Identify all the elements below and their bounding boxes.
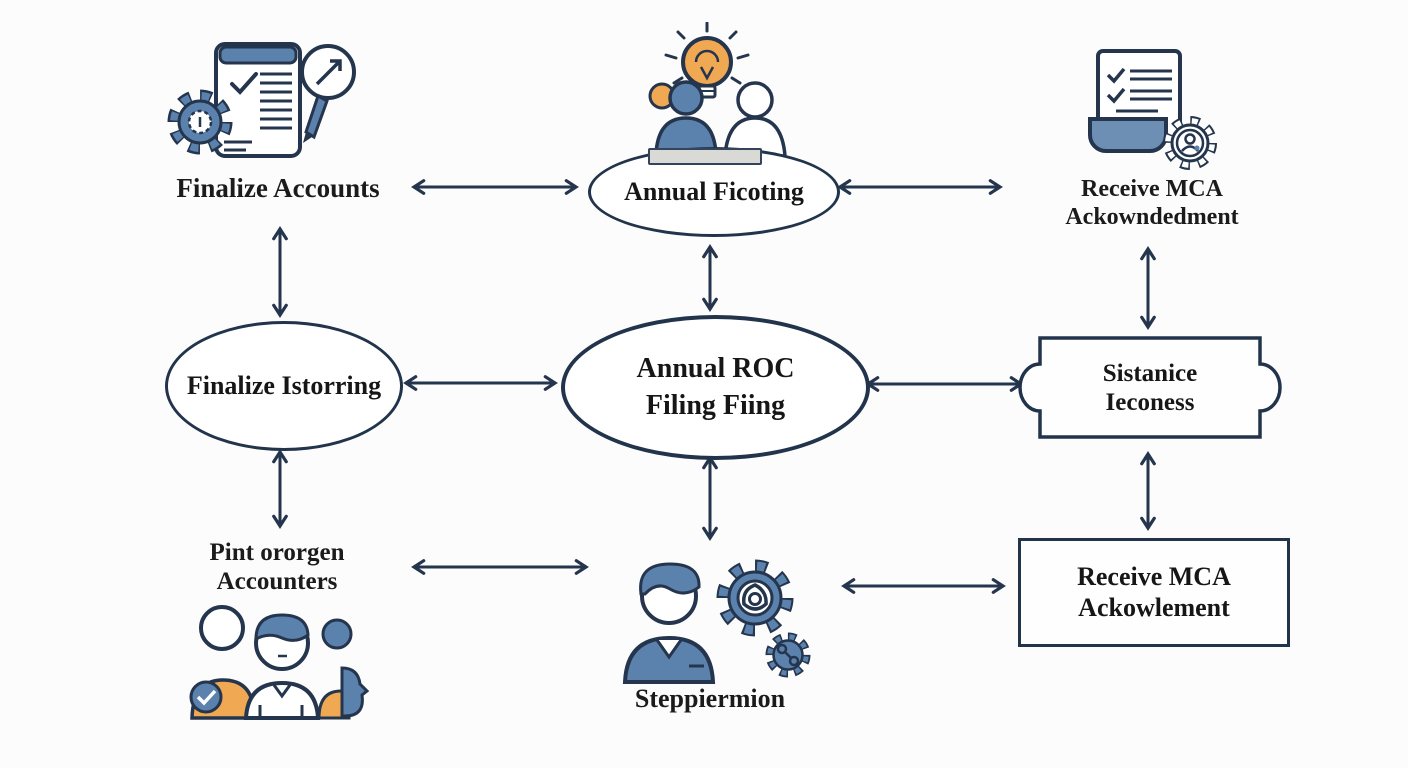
person-icon bbox=[622, 562, 716, 684]
annual-roc-line1: Annual ROC bbox=[636, 353, 795, 385]
node-finalize-istorring: Finalize Istorring bbox=[165, 321, 403, 451]
big-gear-icon bbox=[716, 559, 794, 637]
meeting-table-icon bbox=[648, 148, 762, 165]
sistanice-line2: Ieconess bbox=[1105, 389, 1195, 416]
pint-ororgen-label: Pint ororgen Accounters bbox=[137, 538, 417, 596]
team-meeting-icon bbox=[648, 22, 787, 158]
annual-roc-line2: Filing Fiing bbox=[645, 389, 786, 421]
finalize-accounts-label: Finalize Accounts bbox=[176, 173, 380, 203]
small-gear-share-icon bbox=[765, 632, 811, 678]
receive-mca-bottom-line1: Receive MCA bbox=[1077, 561, 1231, 591]
bracket-shape bbox=[1018, 336, 1282, 439]
people-icon bbox=[648, 80, 787, 158]
person-right-icon bbox=[317, 618, 370, 720]
tray-icon bbox=[1088, 117, 1168, 153]
finalize-istorring-label: Finalize Istorring bbox=[186, 371, 382, 400]
check-badge-icon bbox=[189, 680, 223, 714]
accountants-team-icon bbox=[189, 605, 370, 720]
steppiermion-label: Steppiermion bbox=[634, 684, 786, 713]
receive-mca-top-line2: Ackowndedment bbox=[1065, 203, 1239, 230]
processing-person-gears-icon bbox=[622, 559, 811, 684]
sistanice-line1: Sistanice bbox=[1102, 359, 1198, 387]
gear-icon bbox=[167, 89, 233, 155]
receive-mca-bottom-line2: Ackowlement bbox=[1078, 592, 1230, 622]
mca-document-icon bbox=[1088, 49, 1217, 170]
document-icon bbox=[214, 42, 302, 158]
node-annual-roc-filing: Annual ROC Filing Fiing bbox=[561, 315, 870, 460]
receive-mca-top-line1: Receive MCA bbox=[1081, 176, 1223, 202]
node-sistanice-ieconess: Sistanice Ieconess bbox=[1000, 332, 1300, 444]
accounts-audit-icon bbox=[167, 42, 356, 158]
person-center-icon bbox=[243, 613, 321, 720]
magnifier-icon bbox=[300, 44, 356, 143]
gear-person-icon bbox=[1163, 116, 1217, 170]
receive-mca-top-label: Receive MCA Ackowndedment bbox=[1012, 176, 1292, 232]
pint-ororgen-line2: Accounters bbox=[216, 568, 338, 595]
pint-ororgen-line1: Pint ororgen bbox=[209, 539, 345, 566]
node-receive-mca-bottom: Receive MCA Ackowlement bbox=[1018, 538, 1290, 647]
lightbulb-icon bbox=[664, 22, 750, 99]
annual-ficoting-label: Annual Ficoting bbox=[624, 177, 804, 206]
